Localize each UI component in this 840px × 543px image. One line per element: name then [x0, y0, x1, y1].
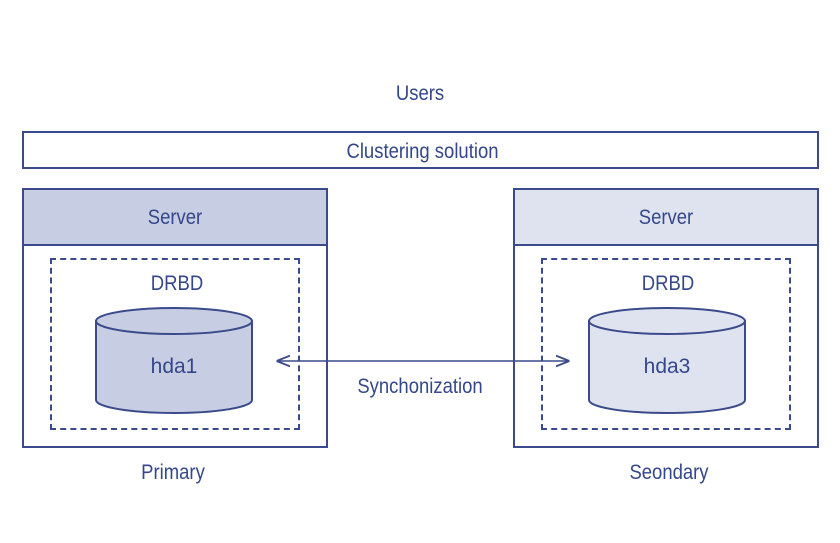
primary-drbd-box: DRBD	[50, 258, 300, 430]
secondary-drbd-label: DRBD	[641, 272, 695, 295]
secondary-server-header: Server	[515, 190, 817, 246]
secondary-server-label: Server	[638, 206, 694, 229]
primary-role-label: Primary	[141, 461, 205, 484]
users-label: Users	[395, 82, 445, 105]
secondary-server-box: Server DRBD	[513, 188, 819, 448]
secondary-role-label: Seondary	[629, 461, 709, 484]
primary-server-label: Server	[147, 206, 203, 229]
clustering-solution-box: Clustering solution	[22, 131, 819, 169]
primary-server-header: Server	[24, 190, 326, 246]
primary-drbd-label: DRBD	[150, 272, 204, 295]
secondary-drbd-box: DRBD	[541, 258, 791, 430]
primary-server-box: Server DRBD	[22, 188, 328, 448]
synchronization-label: Synchonization	[357, 375, 483, 398]
clustering-solution-label: Clustering solution	[346, 140, 499, 163]
